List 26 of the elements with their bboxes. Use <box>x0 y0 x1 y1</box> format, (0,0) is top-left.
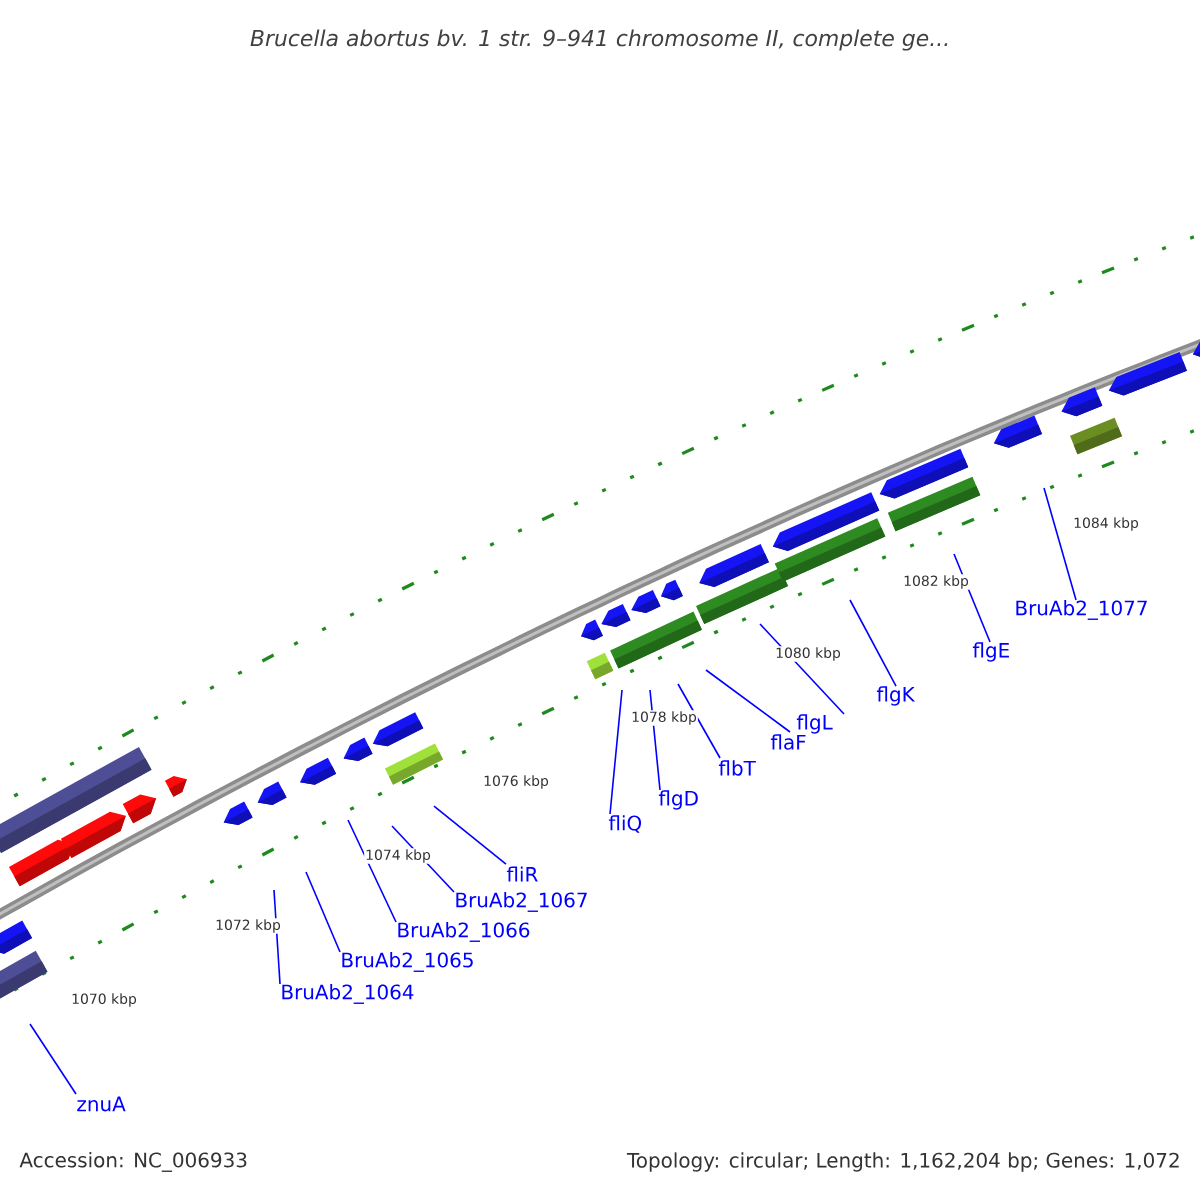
leader-line <box>849 599 897 687</box>
leader-line <box>1043 487 1077 601</box>
gene-label: BruAb2_1065 <box>342 952 473 972</box>
gene-label: BruAb2_1067 <box>456 892 587 912</box>
leader-line <box>433 805 507 865</box>
title: Brucella abortus bv. 1 str. 9–941 chromosome II, complete ge... <box>250 29 948 51</box>
gene-label: BruAb2_1077 <box>1016 600 1147 620</box>
accession-text: Accession: NC_006933 <box>18 1151 249 1173</box>
gene-label: fliQ <box>608 815 642 833</box>
summary-text: Topology: circular; Length: 1,162,204 bp; Genes: 1,072 <box>626 1151 1182 1173</box>
leader-line <box>347 819 397 923</box>
gene-label: flgL <box>796 714 833 734</box>
gene-label: flgK <box>876 686 916 706</box>
gene-label: flgE <box>972 642 1009 662</box>
gene-label: flaF <box>770 734 806 750</box>
gene-label: fliR <box>506 866 538 882</box>
gene-label: flbT <box>718 760 756 776</box>
gene-label: znuA <box>77 1096 126 1112</box>
gene-label: flgD <box>658 790 698 810</box>
gene-label: BruAb2_1066 <box>398 922 530 942</box>
leader-line <box>677 683 721 759</box>
leader-line <box>305 871 341 953</box>
leader-line <box>29 1023 77 1095</box>
leader-line <box>609 689 623 815</box>
gene-label: BruAb2_1064 <box>282 984 414 1004</box>
leader-line <box>705 669 791 733</box>
